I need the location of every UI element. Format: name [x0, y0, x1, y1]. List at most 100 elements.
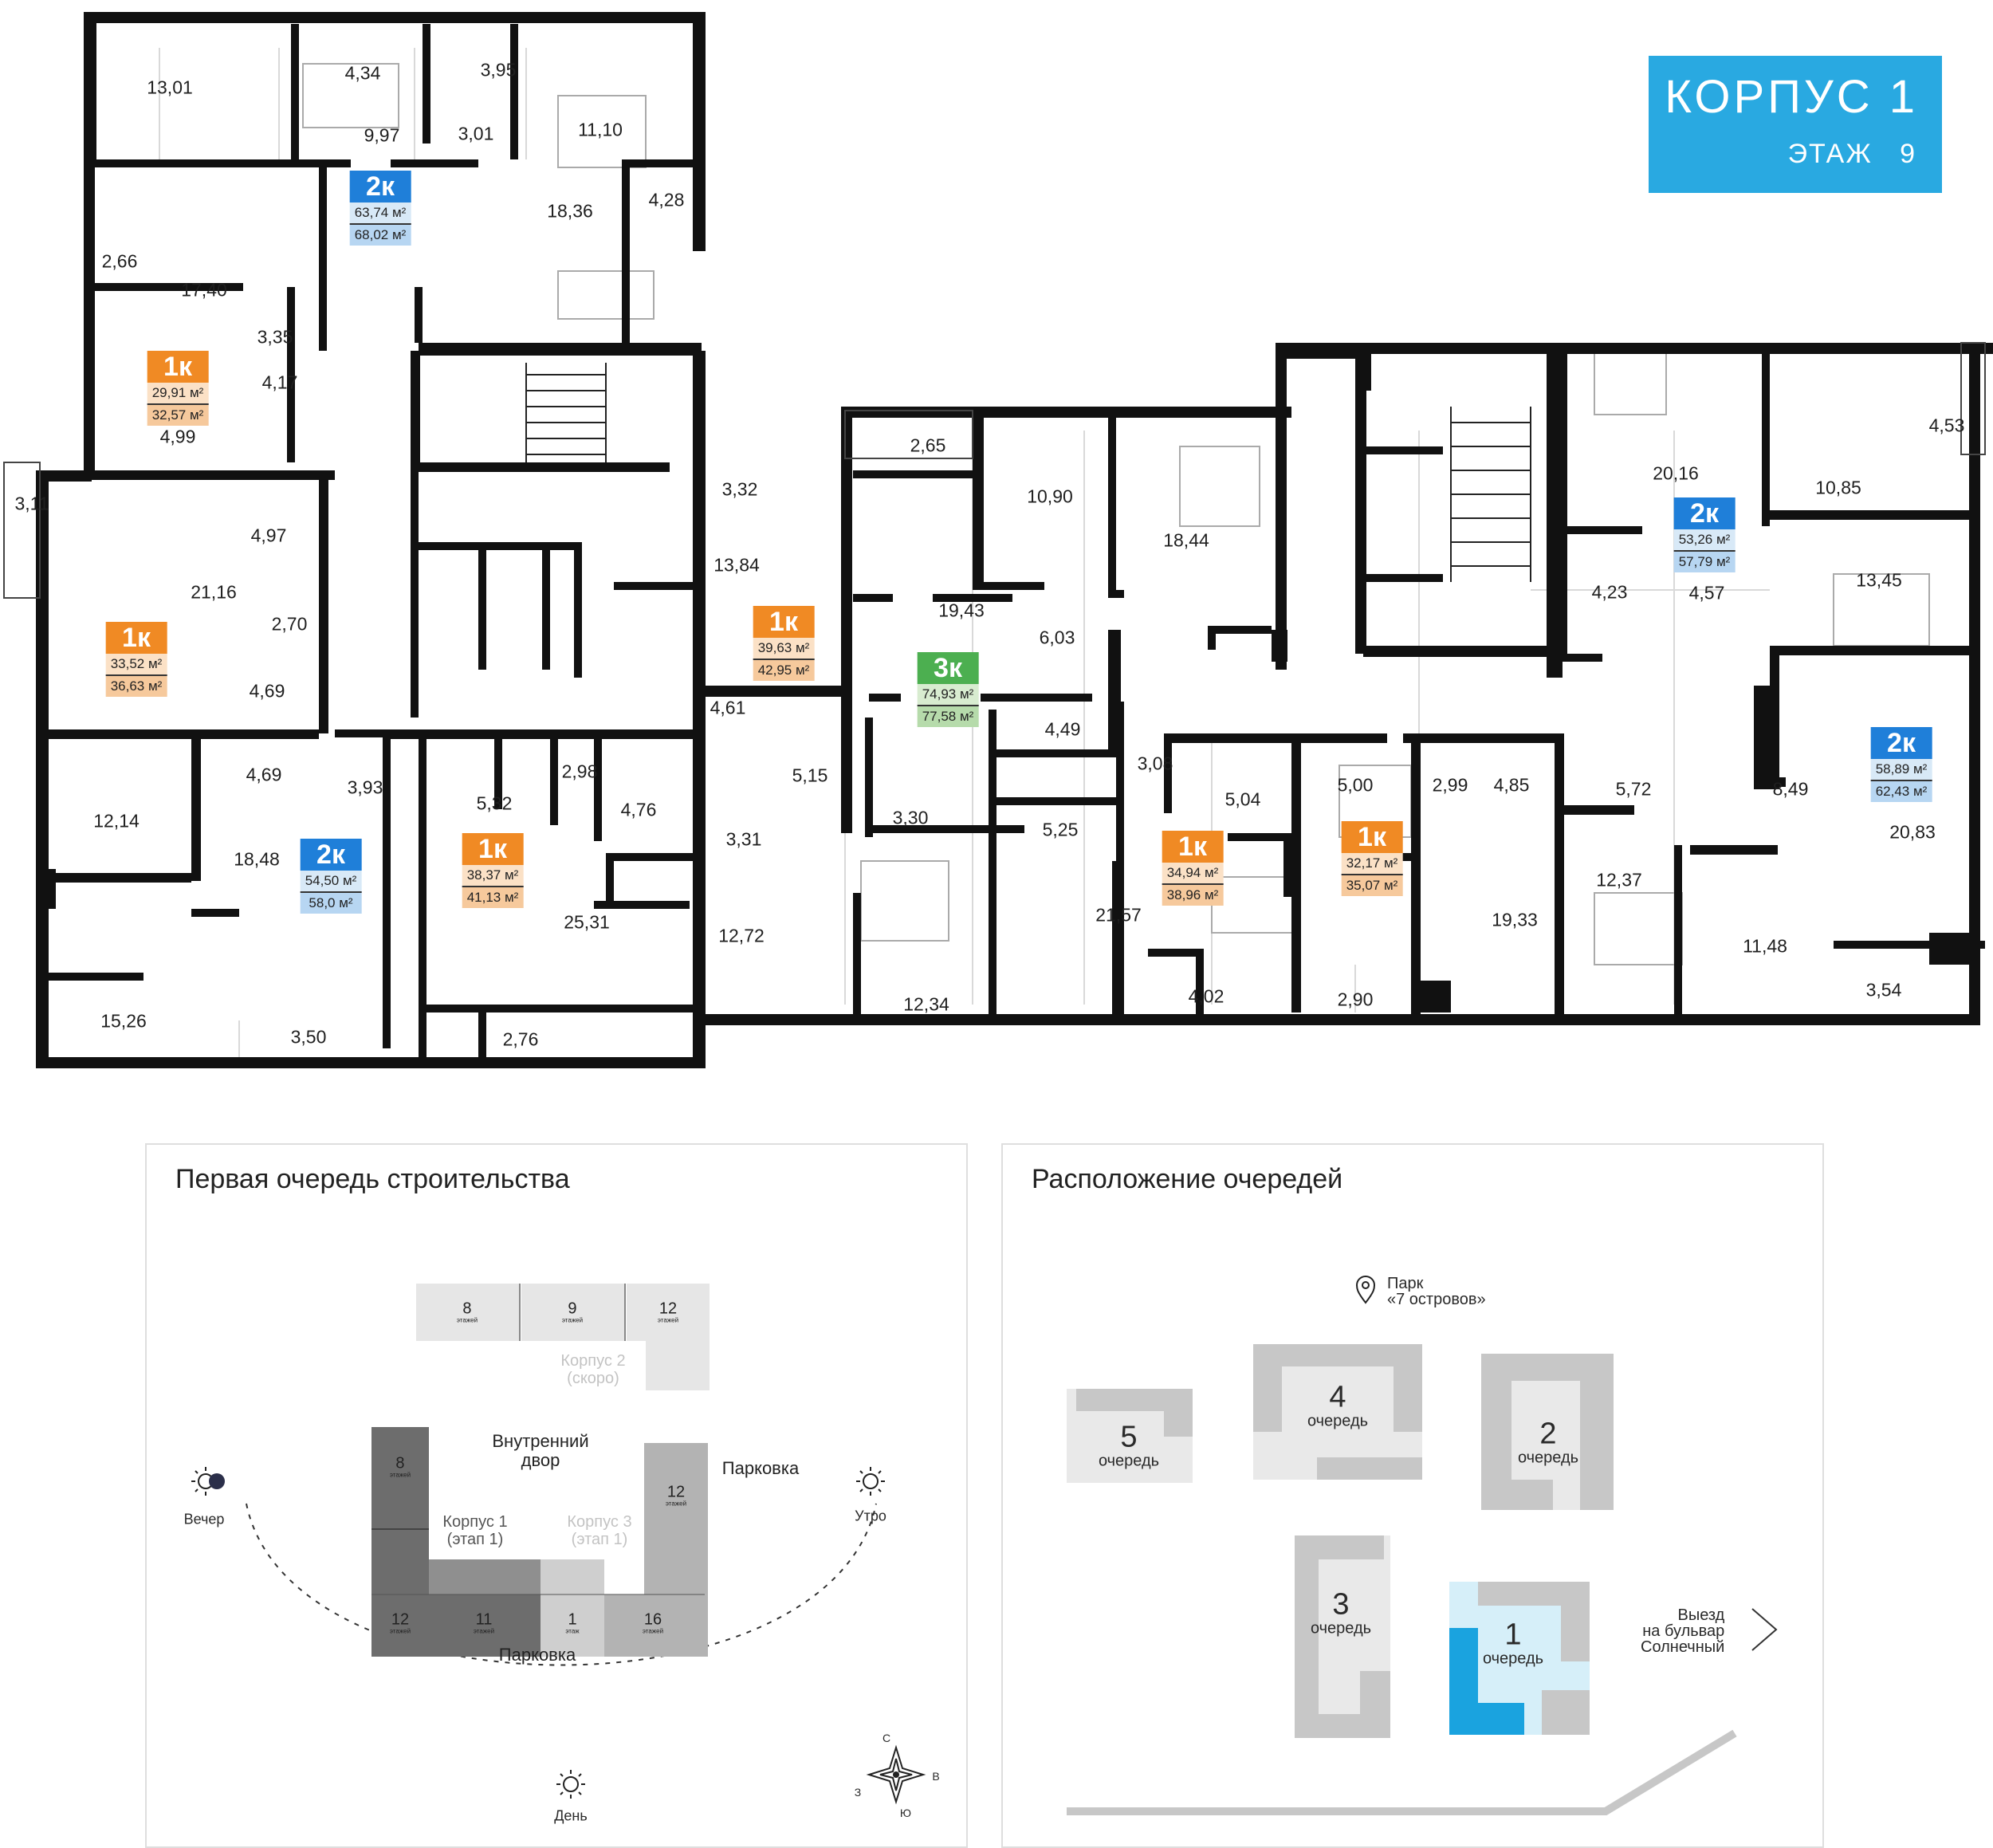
room-area: 12,34	[903, 993, 949, 1015]
apartment-type: 1к	[1341, 821, 1403, 853]
apartment-living-area: 38,37 м²	[462, 865, 524, 886]
queues-map	[1067, 1344, 1778, 1815]
apartment-living-area: 58,89 м²	[1870, 759, 1932, 780]
room-area: 3,54	[1865, 979, 1902, 1001]
room-area: 4,34	[344, 62, 381, 84]
room-area: 17,40	[181, 279, 227, 301]
corpus-2-label: Корпус 2 (скоро)	[560, 1352, 626, 1387]
room-area: 12,72	[718, 925, 765, 946]
room-area: 12,37	[1596, 869, 1642, 891]
apartment-badge[interactable]: 1к 38,37 м² 41,13 м²	[462, 833, 524, 908]
room-area: 2,70	[271, 613, 308, 635]
exit-label: Выезд на бульвар Солнечный	[1641, 1606, 1725, 1656]
room-area: 3,30	[892, 807, 929, 828]
room-area: 21,57	[1095, 904, 1142, 926]
floor-label: ЭТАЖ	[1787, 139, 1873, 169]
morning-label: Утро	[855, 1508, 886, 1524]
room-area: 11,10	[578, 119, 623, 140]
apartment-badge[interactable]: 2к 63,74 м² 68,02 м²	[349, 171, 411, 246]
room-area: 4,99	[159, 426, 196, 447]
apartment-badge[interactable]: 2к 53,26 м² 57,79 м²	[1673, 497, 1736, 572]
room-area: 2,65	[910, 434, 946, 456]
apartment-badge[interactable]: 1к 29,91 м² 32,57 м²	[147, 351, 209, 426]
room-area: 11,48	[1743, 935, 1787, 957]
day-sun-icon	[556, 1770, 585, 1799]
site-scheme	[246, 1284, 877, 1666]
room-area: 4,02	[1188, 985, 1224, 1007]
room-area: 5,15	[792, 765, 828, 786]
apartment-type: 2к	[300, 839, 362, 871]
room-area: 10,90	[1027, 486, 1073, 507]
corpus-floor-header: КОРПУС 1 ЭТАЖ 9	[1649, 56, 1942, 193]
compass-south: Ю	[899, 1807, 912, 1819]
day-label: День	[554, 1807, 588, 1824]
apartment-living-area: 29,91 м²	[147, 383, 209, 403]
apartment-badge[interactable]: 1к 34,94 м² 38,96 м²	[1162, 831, 1224, 906]
apartment-type: 1к	[462, 833, 524, 865]
room-area: 18,48	[234, 848, 280, 870]
park-label: Парк «7 островов»	[1387, 1275, 1486, 1308]
room-area: 20,83	[1889, 821, 1936, 843]
apartment-total-area: 35,07 м²	[1341, 874, 1403, 896]
room-area: 15,26	[100, 1010, 147, 1032]
apartment-living-area: 63,74 м²	[349, 202, 411, 223]
room-area: 4,57	[1688, 582, 1725, 604]
room-area: 5,32	[476, 792, 513, 814]
parking-label: Парковка	[721, 1458, 800, 1478]
evening-label: Вечер	[183, 1511, 225, 1528]
apartment-living-area: 39,63 м²	[753, 638, 815, 659]
room-area: 2,98	[561, 761, 598, 782]
room-area: 4,49	[1044, 718, 1081, 740]
apartment-badge[interactable]: 1к 33,52 м² 36,63 м²	[105, 622, 167, 697]
compass-west: З	[854, 1786, 862, 1799]
room-area: 3,08	[1137, 753, 1173, 774]
apartment-badge[interactable]: 2к 58,89 м² 62,43 м²	[1870, 727, 1932, 802]
floor-number: 9	[1900, 139, 1916, 169]
apartment-type: 2к	[349, 171, 411, 202]
apartment-total-area: 58,0 м²	[300, 891, 362, 914]
morning-sun-icon	[856, 1467, 885, 1496]
room-area: 3,11	[14, 493, 49, 514]
apartment-total-area: 38,96 м²	[1162, 883, 1224, 906]
room-area: 4,69	[246, 764, 282, 785]
compass-icon	[866, 1744, 926, 1805]
apartment-type: 3к	[917, 652, 979, 684]
room-area: 3,01	[458, 123, 494, 144]
apartment-living-area: 54,50 м²	[300, 871, 362, 891]
apartment-badge[interactable]: 3к 74,93 м² 77,58 м²	[917, 652, 979, 727]
compass-east: В	[932, 1770, 940, 1783]
room-area: 4,28	[648, 189, 685, 210]
room-area: 13,01	[147, 77, 193, 98]
apartment-total-area: 41,13 м²	[462, 886, 524, 908]
apartment-total-area: 42,95 м²	[753, 659, 815, 681]
apartment-living-area: 33,52 м²	[105, 654, 167, 674]
apartment-badge[interactable]: 2к 54,50 м² 58,0 м²	[300, 839, 362, 914]
apartment-badge[interactable]: 1к 39,63 м² 42,95 м²	[753, 606, 815, 681]
room-area: 21,16	[191, 581, 237, 603]
room-area: 18,44	[1163, 529, 1209, 551]
apartment-badge[interactable]: 1к 32,17 м² 35,07 м²	[1341, 821, 1403, 896]
room-area: 4,23	[1591, 581, 1628, 603]
room-area: 13,45	[1856, 569, 1902, 591]
apartment-type: 2к	[1870, 727, 1932, 759]
floor-plan	[3, 12, 1993, 1068]
room-area: 4,61	[710, 697, 746, 718]
room-area: 4,76	[620, 799, 657, 820]
room-area: 18,36	[547, 200, 593, 222]
room-area: 2,99	[1432, 774, 1468, 796]
evening-sun-icon	[191, 1467, 225, 1496]
room-area: 3,35	[257, 326, 293, 348]
apartment-type: 1к	[147, 351, 209, 383]
room-area: 4,53	[1928, 415, 1965, 436]
apartment-living-area: 34,94 м²	[1162, 863, 1224, 883]
